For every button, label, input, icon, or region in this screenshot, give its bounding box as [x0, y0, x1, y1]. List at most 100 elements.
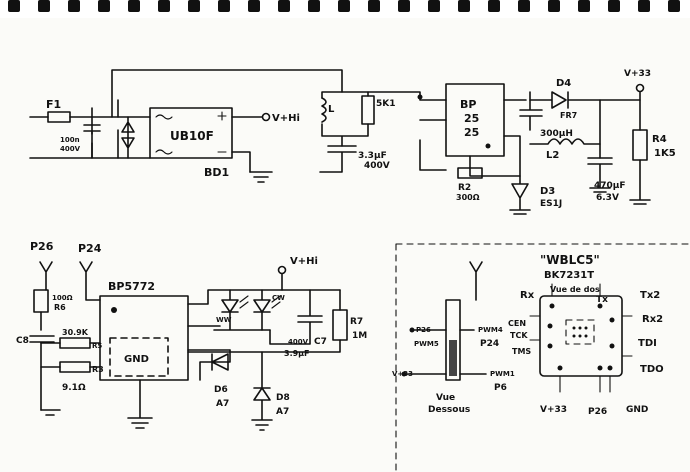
module-back-view	[529, 283, 633, 393]
label-r-5k1: 5K1	[376, 99, 396, 109]
label-c-in-volt: 400V	[60, 145, 81, 153]
label-l2: L2	[546, 150, 559, 161]
label-module-title: "WBLC5"	[540, 253, 600, 267]
inductor-l	[321, 97, 327, 123]
diode-d6	[211, 349, 231, 371]
label-c7-val: 3.9µF	[284, 349, 310, 358]
label-r4-val: 1K5	[654, 148, 676, 159]
label-vhi-top: V+Hi	[272, 113, 300, 124]
label-r2-val: 300Ω	[456, 193, 480, 202]
label-c-63v: 6.3V	[596, 193, 619, 203]
label-pin-p26: P26	[416, 326, 431, 334]
label-c8: C8	[16, 336, 29, 346]
label-r3-val: 9.1Ω	[62, 383, 86, 393]
label-module-chip: BK7231T	[544, 270, 594, 281]
label-d4: D4	[556, 78, 571, 89]
label-module-rx2: Rx2	[642, 314, 663, 325]
label-module-tck: TCK	[510, 331, 528, 340]
label-r5: R5	[92, 342, 102, 350]
label-r7-val: 1M	[352, 331, 367, 341]
label-cw: CW	[272, 294, 285, 302]
label-ind-l: L	[328, 104, 335, 115]
label-r7: R7	[350, 317, 363, 327]
label-ww: WW	[216, 316, 232, 324]
label-r5-val: 30.9K	[62, 328, 89, 337]
module-side-view	[401, 261, 487, 381]
label-vue-2: Dessous	[428, 405, 470, 415]
label-c-470u: 470µF	[594, 181, 626, 191]
label-pin-v33: V+33	[392, 370, 413, 378]
label-d8-part: A7	[276, 407, 289, 417]
wblc5-board	[539, 295, 623, 377]
input-section	[29, 69, 343, 183]
capacitor-3u3	[319, 145, 357, 173]
bridge-rectifier	[149, 107, 233, 159]
diode-d3	[509, 175, 531, 215]
label-r6-val: 100Ω	[52, 294, 73, 302]
label-p26-left: P26	[30, 240, 54, 253]
label-module-vue-dos: Vue de dos	[550, 285, 600, 294]
module-side-profile	[445, 299, 461, 381]
filter-section	[319, 91, 447, 173]
label-p24-left: P24	[78, 242, 102, 255]
label-l2-val: 300µH	[540, 129, 573, 139]
label-pin-p6: P6	[494, 383, 507, 393]
label-r2: R2	[458, 183, 471, 193]
label-bp-ic-1: BP	[460, 98, 476, 111]
capacitor-c8	[29, 311, 55, 411]
bp5772-ic	[99, 295, 189, 381]
label-bp5772: BP5772	[108, 280, 155, 293]
diode-d8	[251, 351, 273, 431]
bp5772-gnd-pad	[109, 337, 169, 377]
capacitor-c-in	[83, 124, 101, 159]
label-module-tdo: TDO	[640, 364, 664, 375]
label-d3-part: ES1J	[540, 199, 562, 209]
label-d8: D8	[276, 393, 290, 403]
label-pin-p24: P24	[480, 339, 499, 349]
led-cw	[253, 289, 271, 331]
label-vue-1: Vue	[436, 393, 455, 403]
chip-outline	[565, 319, 595, 345]
bp5772-section	[29, 261, 348, 431]
led-ww	[213, 289, 271, 331]
label-vhi-mid: V+Hi	[290, 256, 318, 267]
label-bp-ic-3: 25	[464, 126, 479, 139]
resistor-5k1	[361, 95, 375, 125]
module-divider	[395, 243, 690, 472]
capacitor-470u	[587, 157, 613, 193]
label-d4-part: FR7	[560, 111, 577, 120]
label-bp-ic-2: 25	[464, 112, 479, 125]
label-pin-pwm4: PWM4	[478, 326, 503, 334]
capacitor-c7	[269, 289, 323, 345]
label-module-tdi: TDI	[638, 338, 657, 349]
resistor-r2	[457, 167, 483, 179]
label-v33-top: V+33	[624, 69, 651, 79]
label-r3: R3	[92, 365, 104, 374]
resistor-r4	[632, 129, 648, 161]
resistor-r6	[33, 289, 49, 313]
label-module-rx: Rx	[520, 290, 535, 301]
label-module-p26: P26	[588, 407, 607, 417]
bp2525-section	[419, 83, 651, 215]
label-d6-part: A7	[216, 399, 229, 409]
diode-d4	[529, 91, 641, 109]
label-c7-volt: 400V	[288, 338, 309, 346]
label-d6: D6	[214, 385, 228, 395]
label-module-tx: Tx	[596, 295, 608, 305]
label-pin-pwm5: PWM5	[414, 340, 439, 348]
fuse-f1	[47, 111, 71, 123]
resistor-r3	[59, 361, 91, 373]
label-f1: F1	[46, 98, 61, 111]
label-bd1: BD1	[204, 166, 229, 179]
label-c7: C7	[314, 337, 327, 347]
label-r6: R6	[54, 303, 66, 312]
label-module-cen: CEN	[508, 319, 526, 328]
label-gnd-box: GND	[124, 354, 149, 365]
label-c-400v: 400V	[364, 161, 390, 171]
label-bridge: UB10F	[170, 129, 214, 143]
resistor-r7	[332, 309, 348, 341]
label-module-gnd: GND	[626, 405, 648, 415]
inductor-l2	[529, 138, 601, 159]
labels: F1 100n 400V UB10F BD1 V+Hi L 5K1 3.3µF …	[16, 69, 676, 417]
